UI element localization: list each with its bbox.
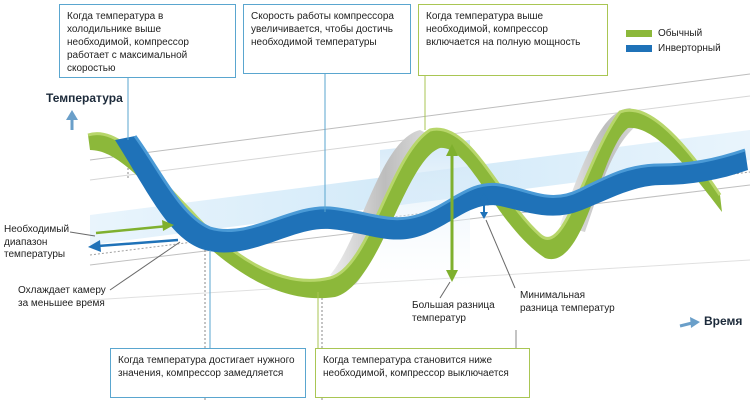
label-required-range: Необходимый диапазон температуры [4, 224, 70, 260]
callout-max-speed-text: Когда температура в холодильнике выше не… [67, 11, 189, 74]
big-difference-arrowhead-up [446, 144, 458, 156]
y-axis-arrowhead [66, 110, 78, 120]
legend-label-inverter: Инверторный [658, 43, 721, 54]
x-axis-arrowhead [690, 317, 700, 328]
conventional-wave-highlight [87, 108, 722, 282]
callout-full-power: Когда температура выше необходимой, комп… [418, 4, 608, 76]
x-axis-title: Время [704, 314, 743, 328]
legend: Обычный Инверторный [626, 26, 721, 56]
y-axis-title: Температура [46, 91, 123, 105]
x-axis-arrow [679, 321, 693, 328]
label-min-difference: Минимальная разница температур [520, 290, 615, 314]
connector-big-diff [439, 281, 451, 299]
min-difference-arrowhead-up [480, 193, 488, 200]
callout-max-speed: Когда температура в холодильнике выше не… [59, 4, 236, 78]
guide-line-top-1 [89, 73, 750, 161]
callout-turns-off-text: Когда температура становится ниже необхо… [323, 355, 509, 379]
legend-swatch-inverter [626, 45, 652, 52]
callout-speed-up-text: Скорость работы компрессора увеличиваетс… [251, 11, 394, 48]
inverter-wave [115, 136, 748, 253]
label-big-difference: Большая разница температур [412, 300, 495, 324]
legend-swatch-conventional [626, 30, 652, 37]
callout-full-power-text: Когда температура выше необходимой, комп… [426, 11, 581, 48]
callout-speed-up: Скорость работы компрессора увеличиваетс… [243, 4, 411, 74]
callout-slows-down: Когда температура достигает нужного знач… [110, 348, 306, 398]
range-arrow-blue [97, 238, 179, 248]
min-difference-arrowhead-down [480, 212, 488, 219]
legend-item-conventional: Обычный [626, 26, 721, 41]
range-arrow-green [95, 224, 169, 235]
conventional-wave [88, 110, 722, 299]
legend-item-inverter: Инверторный [626, 41, 721, 56]
inverter-wave-highlight [133, 135, 746, 232]
big-difference-arrowhead-down [446, 270, 458, 282]
connector-cools-faster [109, 241, 181, 291]
callout-turns-off: Когда температура становится ниже необхо… [315, 348, 530, 398]
range-arrow-blue-head [88, 240, 101, 252]
connector-range [69, 231, 96, 237]
label-cools-faster: Охлаждает камеру за меньшее время [18, 285, 106, 309]
connector-min-diff [485, 219, 516, 289]
legend-label-conventional: Обычный [658, 28, 703, 39]
callout-slows-down-text: Когда температура достигает нужного знач… [118, 355, 295, 379]
range-arrow-green-head [162, 220, 174, 231]
